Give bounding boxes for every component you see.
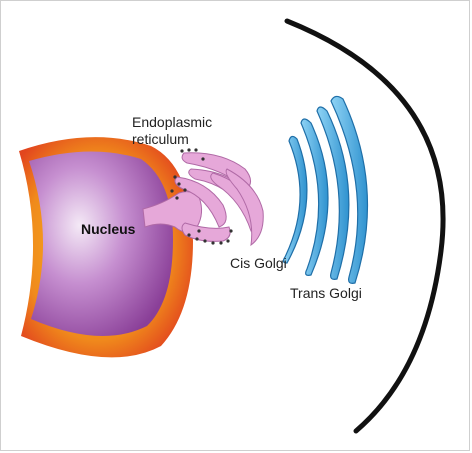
er-stalk <box>142 191 203 233</box>
nucleus-label: Nucleus <box>81 221 136 237</box>
cis-golgi-label: Cis Golgi <box>230 255 287 271</box>
ribosome-dots <box>170 148 233 245</box>
endoplasmic-reticulum-label: Endoplasmic reticulum <box>132 114 213 147</box>
cis-golgi-stack <box>174 152 264 247</box>
nucleus-shape <box>29 151 173 336</box>
trans-golgi-label: Trans Golgi <box>290 285 362 301</box>
cell-membrane-arc <box>284 18 446 434</box>
trans-golgi-stack <box>282 95 369 284</box>
